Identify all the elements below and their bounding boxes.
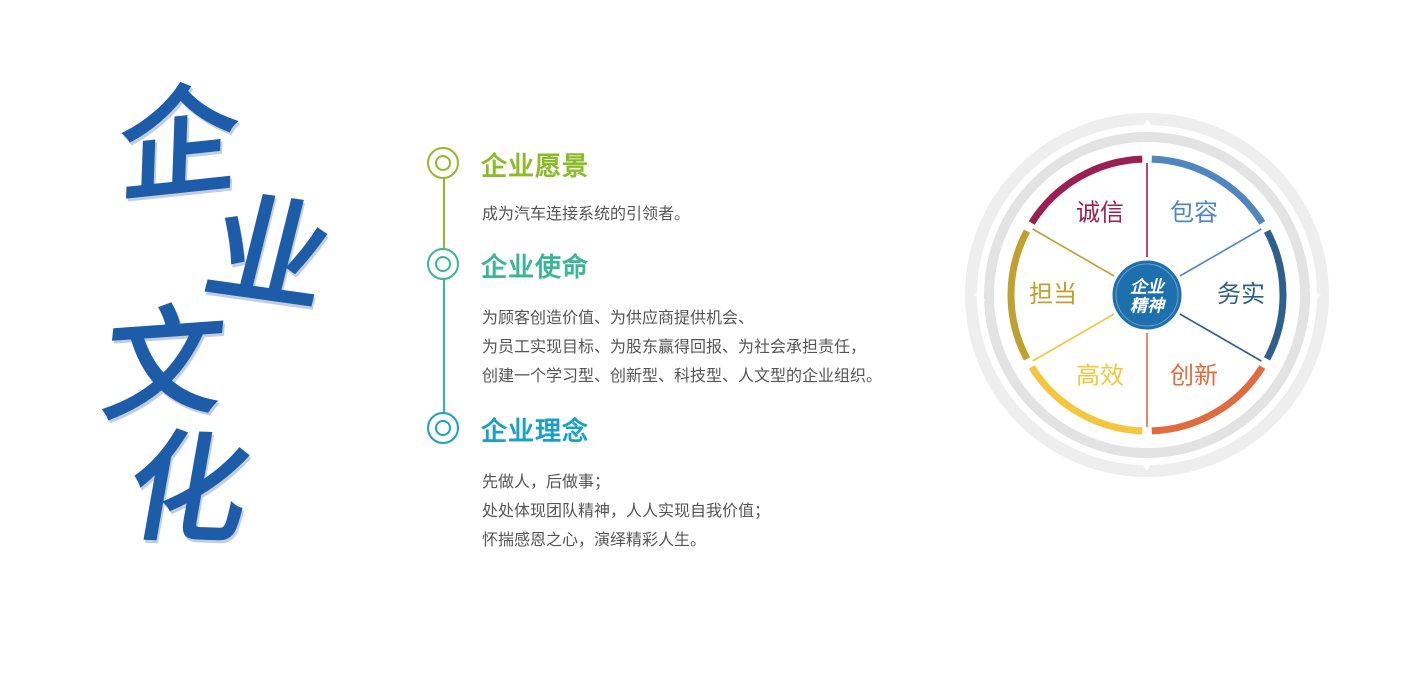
segment-label: 担当: [1029, 280, 1077, 308]
mission-text: 为顾客创造价值、为供应商提供机会、 为员工实现目标、为股东赢得回报、为社会承担责…: [482, 303, 882, 390]
calligraphy-char-4: 化: [117, 417, 261, 560]
segment-divider: [1032, 228, 1115, 277]
segment-divider: [1032, 313, 1115, 362]
mission-line: 为员工实现目标、为股东赢得回报、为社会承担责任，: [482, 337, 867, 356]
mission-line: 创建一个学习型、创新型、科技型、人文型的企业组织。: [482, 366, 883, 385]
segment-arc: [1263, 229, 1287, 361]
wheel-center: 企业 精神: [1109, 257, 1185, 333]
center-circle: [1109, 257, 1185, 333]
calligraphy-char-1: 企: [117, 67, 241, 220]
calligraphy-char-3: 文: [97, 289, 231, 438]
mission-title: 企业使命: [481, 253, 590, 283]
segment-label: 创新: [1170, 361, 1218, 389]
philosophy-line: 处处体现团队精神，人人实现自我价值；: [482, 501, 771, 520]
timeline-connector-2: [443, 280, 445, 412]
mission-line: 为顾客创造价值、为供应商提供机会、: [482, 308, 755, 327]
philosophy-text: 先做人，后做事； 处处体现团队精神，人人实现自我价值； 怀揣感恩之心，演绎精彩人…: [482, 467, 770, 554]
segment-divider: [1179, 313, 1262, 362]
vision-line: 成为汽车连接系统的引领者。: [482, 204, 691, 223]
segment-label: 高效: [1076, 361, 1124, 389]
vision-title: 企业愿景: [481, 152, 590, 182]
philosophy-title: 企业理念: [481, 417, 590, 447]
segment-label: 务实: [1217, 280, 1265, 308]
segment-arc: [1007, 229, 1031, 361]
wheel-segments: [1007, 155, 1287, 435]
outer-decorative-rings: [965, 113, 1329, 477]
mission-ring-icon: [427, 248, 459, 280]
segment-label: 包容: [1170, 199, 1218, 227]
philosophy-line: 先做人，后做事；: [482, 472, 611, 491]
segment-label: 诚信: [1076, 199, 1124, 227]
segment-arc: [1151, 155, 1266, 225]
culture-timeline: 企业愿景 成为汽车连接系统的引领者。 企业使命 为顾客创造价值、为供应商提供机会…: [425, 140, 965, 570]
vision-text: 成为汽车连接系统的引领者。: [482, 199, 690, 228]
philosophy-line: 怀揣感恩之心，演绎精彩人生。: [482, 530, 707, 549]
center-text-line-2: 精神: [1130, 297, 1167, 317]
vision-ring-icon: [427, 147, 459, 179]
segment-arc: [1028, 365, 1143, 435]
timeline-connector-1: [443, 178, 445, 248]
segment-divider: [1179, 228, 1262, 277]
calligraphy-title: 企 业 文 化: [97, 67, 360, 560]
philosophy-ring-icon: [427, 412, 459, 444]
segment-arc: [1151, 365, 1266, 435]
center-text-line-1: 企业: [1130, 278, 1166, 298]
segment-arc: [1028, 155, 1143, 225]
